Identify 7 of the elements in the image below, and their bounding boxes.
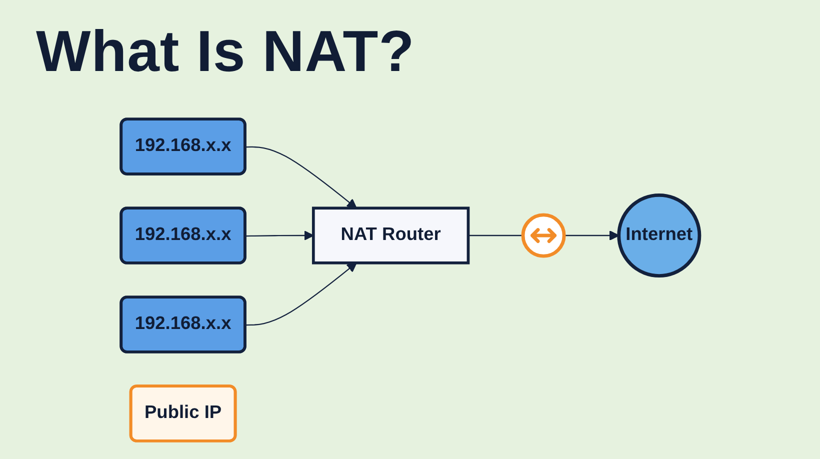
node-circle — [520, 213, 566, 258]
title: What Is NAT? — [36, 18, 415, 85]
arrow — [245, 146, 357, 209]
arrow — [245, 230, 314, 241]
node-circle: Internet — [616, 193, 701, 278]
node-box: NAT Router — [312, 206, 470, 264]
arrow — [245, 262, 357, 326]
